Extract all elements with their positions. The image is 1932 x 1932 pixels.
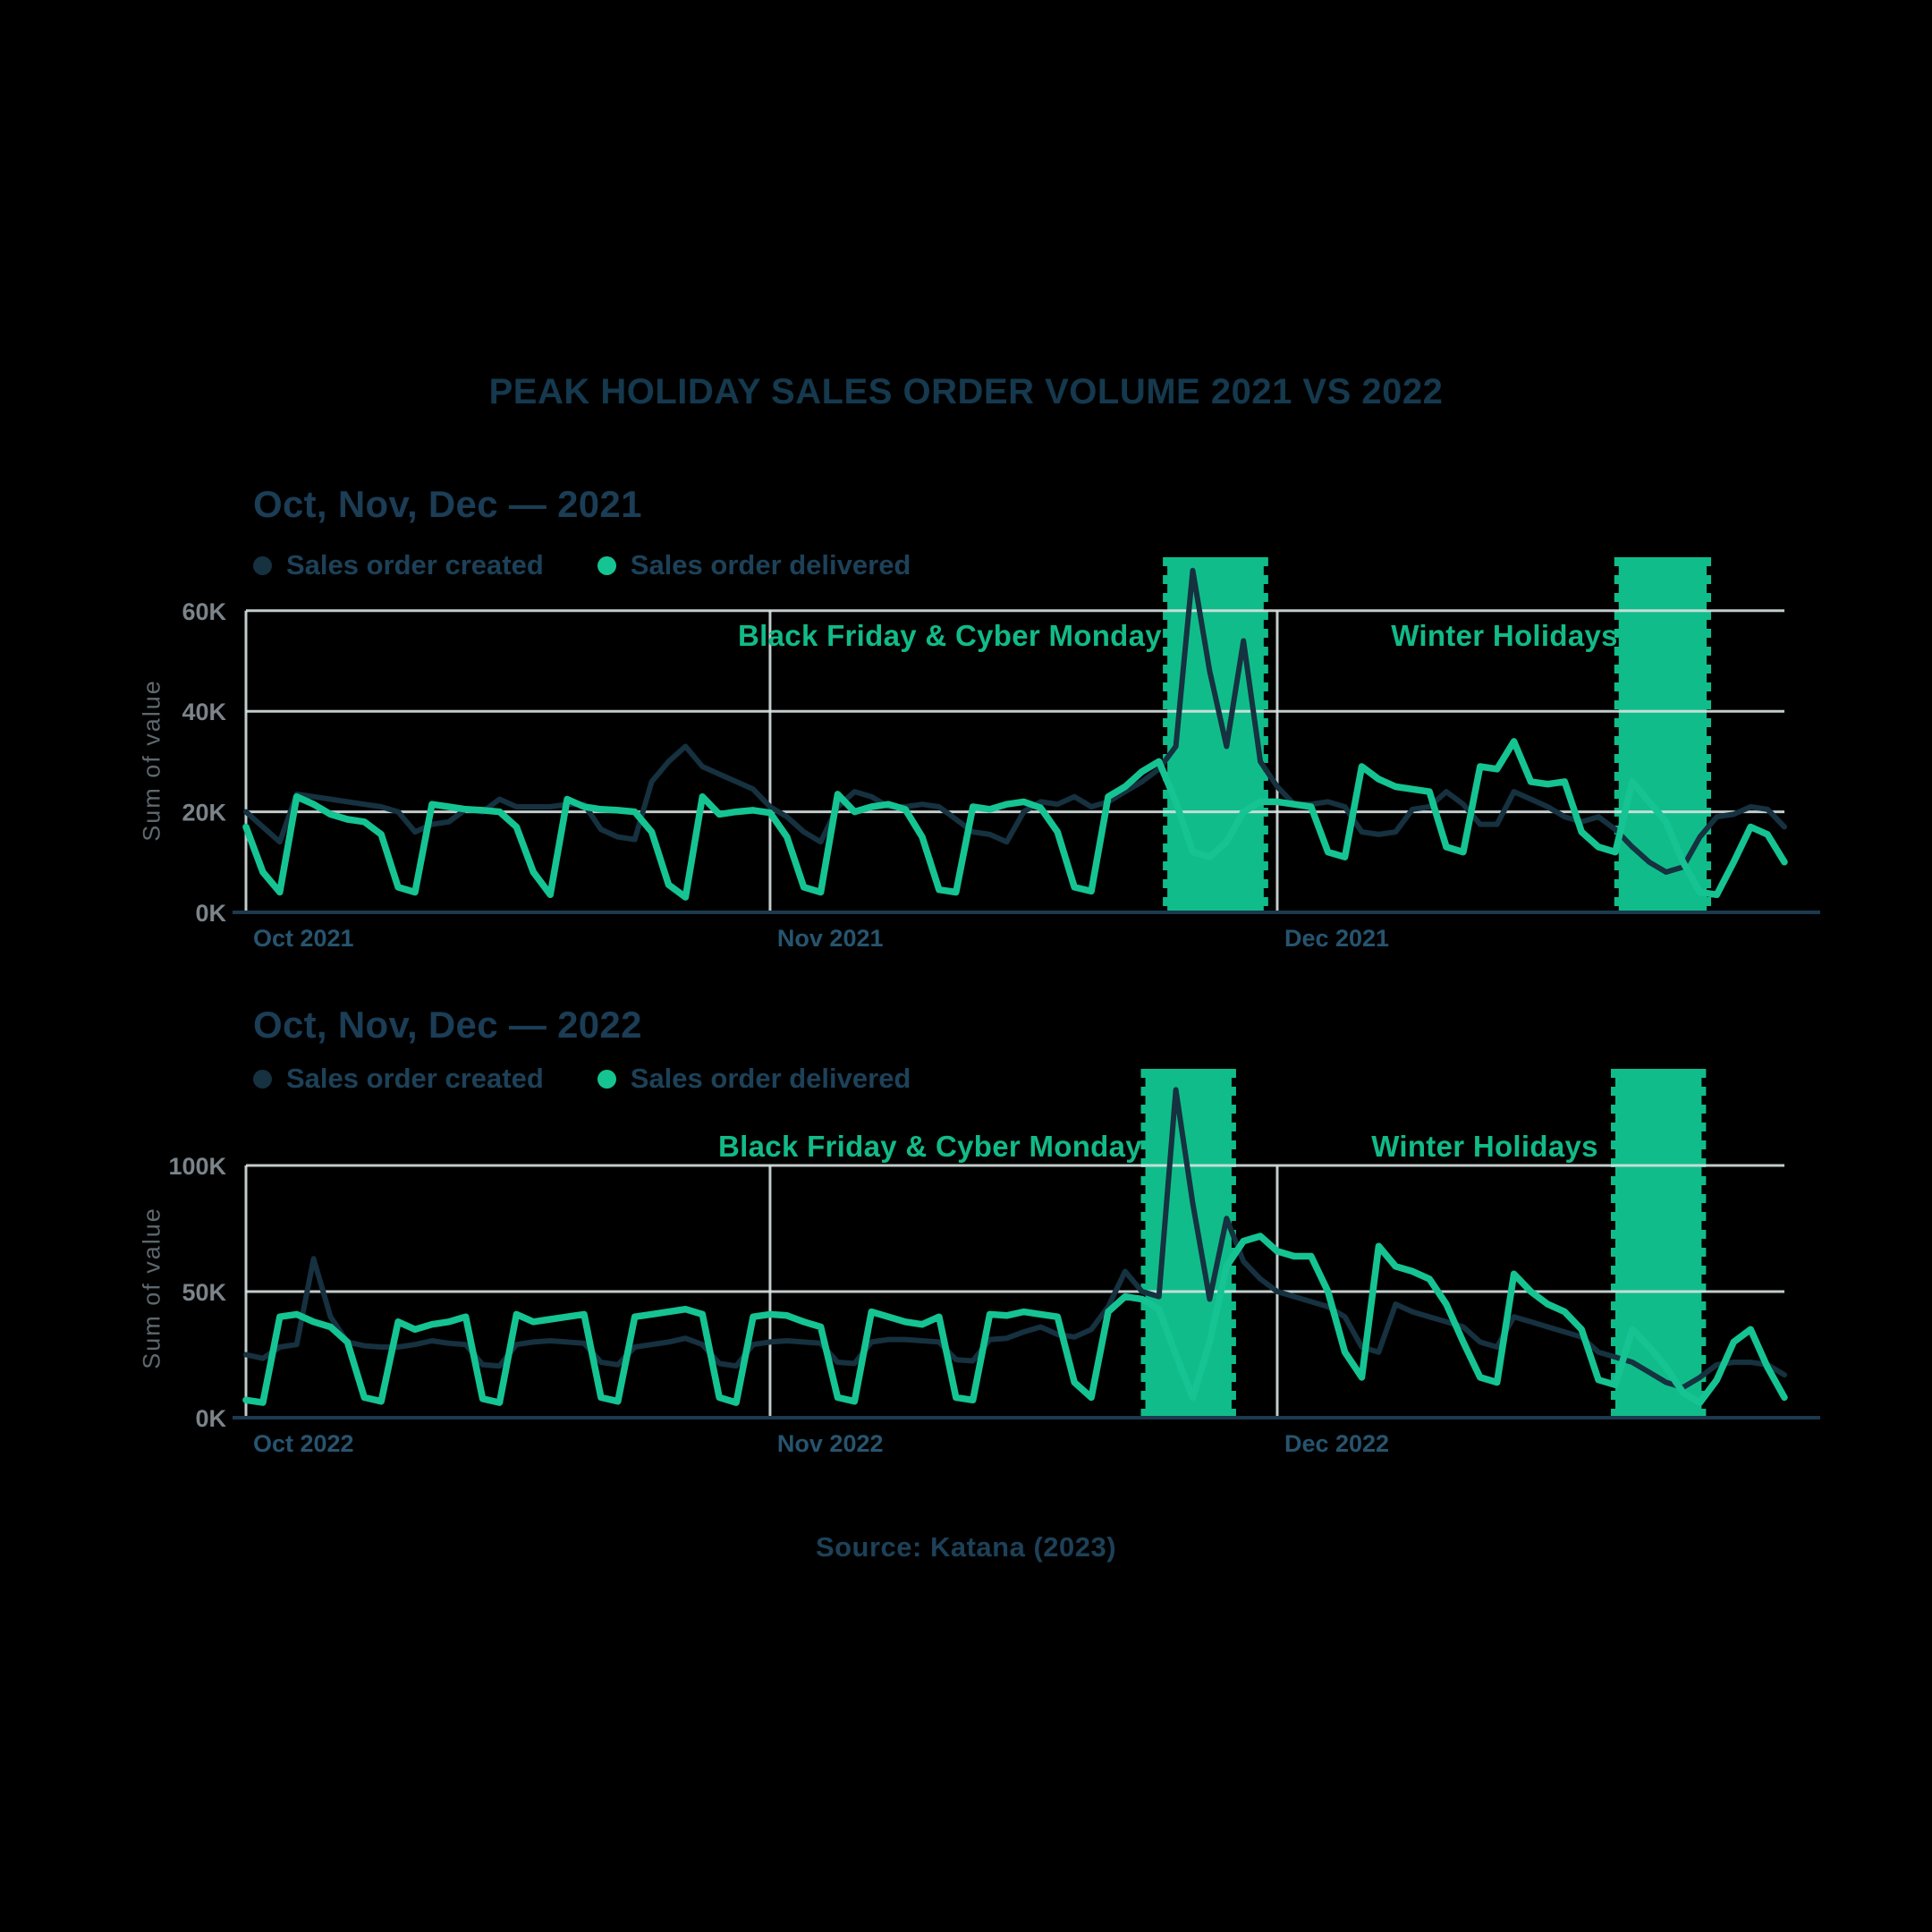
- y-tick-label: 0K: [195, 900, 226, 927]
- y-tick-label: 60K: [182, 598, 226, 625]
- annotation-bfcm-2022: Black Friday & Cyber Monday: [718, 1130, 1142, 1163]
- series-line-created: [243, 567, 1787, 875]
- y-tick-label: 40K: [182, 699, 226, 725]
- chart-2021-legend: Sales order created Sales order delivere…: [253, 549, 911, 581]
- x-tick-label: Oct 2021: [253, 925, 354, 952]
- highlight-band: [1614, 1069, 1702, 1418]
- x-tick-label: Dec 2021: [1284, 925, 1389, 952]
- annotation-bfcm-2021: Black Friday & Cyber Monday: [738, 619, 1162, 652]
- y-axis-title-2021: Sum of value: [138, 679, 165, 842]
- x-tick-label: Oct 2022: [253, 1430, 354, 1457]
- y-axis-title-2022: Sum of value: [138, 1207, 165, 1369]
- x-tick-label: Nov 2022: [777, 1430, 884, 1457]
- legend-item-created: Sales order created: [253, 549, 544, 581]
- legend-label-delivered: Sales order delivered: [630, 1063, 911, 1094]
- series-line-created: [243, 1087, 1787, 1391]
- x-tick-label: Dec 2022: [1284, 1430, 1389, 1457]
- y-tick-label: 0K: [195, 1405, 226, 1432]
- annotation-winter-2021: Winter Holidays: [1391, 619, 1618, 652]
- y-tick-label: 20K: [182, 800, 226, 826]
- delivered-dot-icon: [597, 1069, 616, 1089]
- legend-label-created: Sales order created: [286, 1063, 544, 1094]
- source-note: Source: Katana (2023): [815, 1531, 1117, 1563]
- legend-item-delivered: Sales order delivered: [597, 1063, 911, 1095]
- chart-2022-heading: Oct, Nov, Dec — 2022: [253, 1004, 642, 1046]
- legend-label-delivered: Sales order delivered: [630, 549, 911, 580]
- x-tick-label: Nov 2021: [777, 925, 884, 952]
- created-dot-icon: [253, 1069, 272, 1089]
- legend-item-delivered: Sales order delivered: [597, 549, 911, 581]
- legend-item-created: Sales order created: [253, 1063, 544, 1095]
- delivered-dot-icon: [597, 555, 616, 575]
- y-tick-label: 100K: [168, 1153, 226, 1180]
- highlight-band: [1145, 1069, 1232, 1418]
- series-line-delivered: [242, 1233, 1788, 1406]
- chart-2021-heading: Oct, Nov, Dec — 2021: [253, 483, 642, 525]
- page-title: PEAK HOLIDAY SALES ORDER VOLUME 2021 VS …: [488, 372, 1444, 411]
- legend-label-created: Sales order created: [286, 549, 544, 580]
- created-dot-icon: [253, 555, 272, 575]
- annotation-winter-2022: Winter Holidays: [1371, 1130, 1598, 1163]
- y-tick-label: 50K: [182, 1279, 226, 1306]
- chart-2022-legend: Sales order created Sales order delivere…: [253, 1063, 911, 1095]
- series-line-delivered: [242, 738, 1788, 901]
